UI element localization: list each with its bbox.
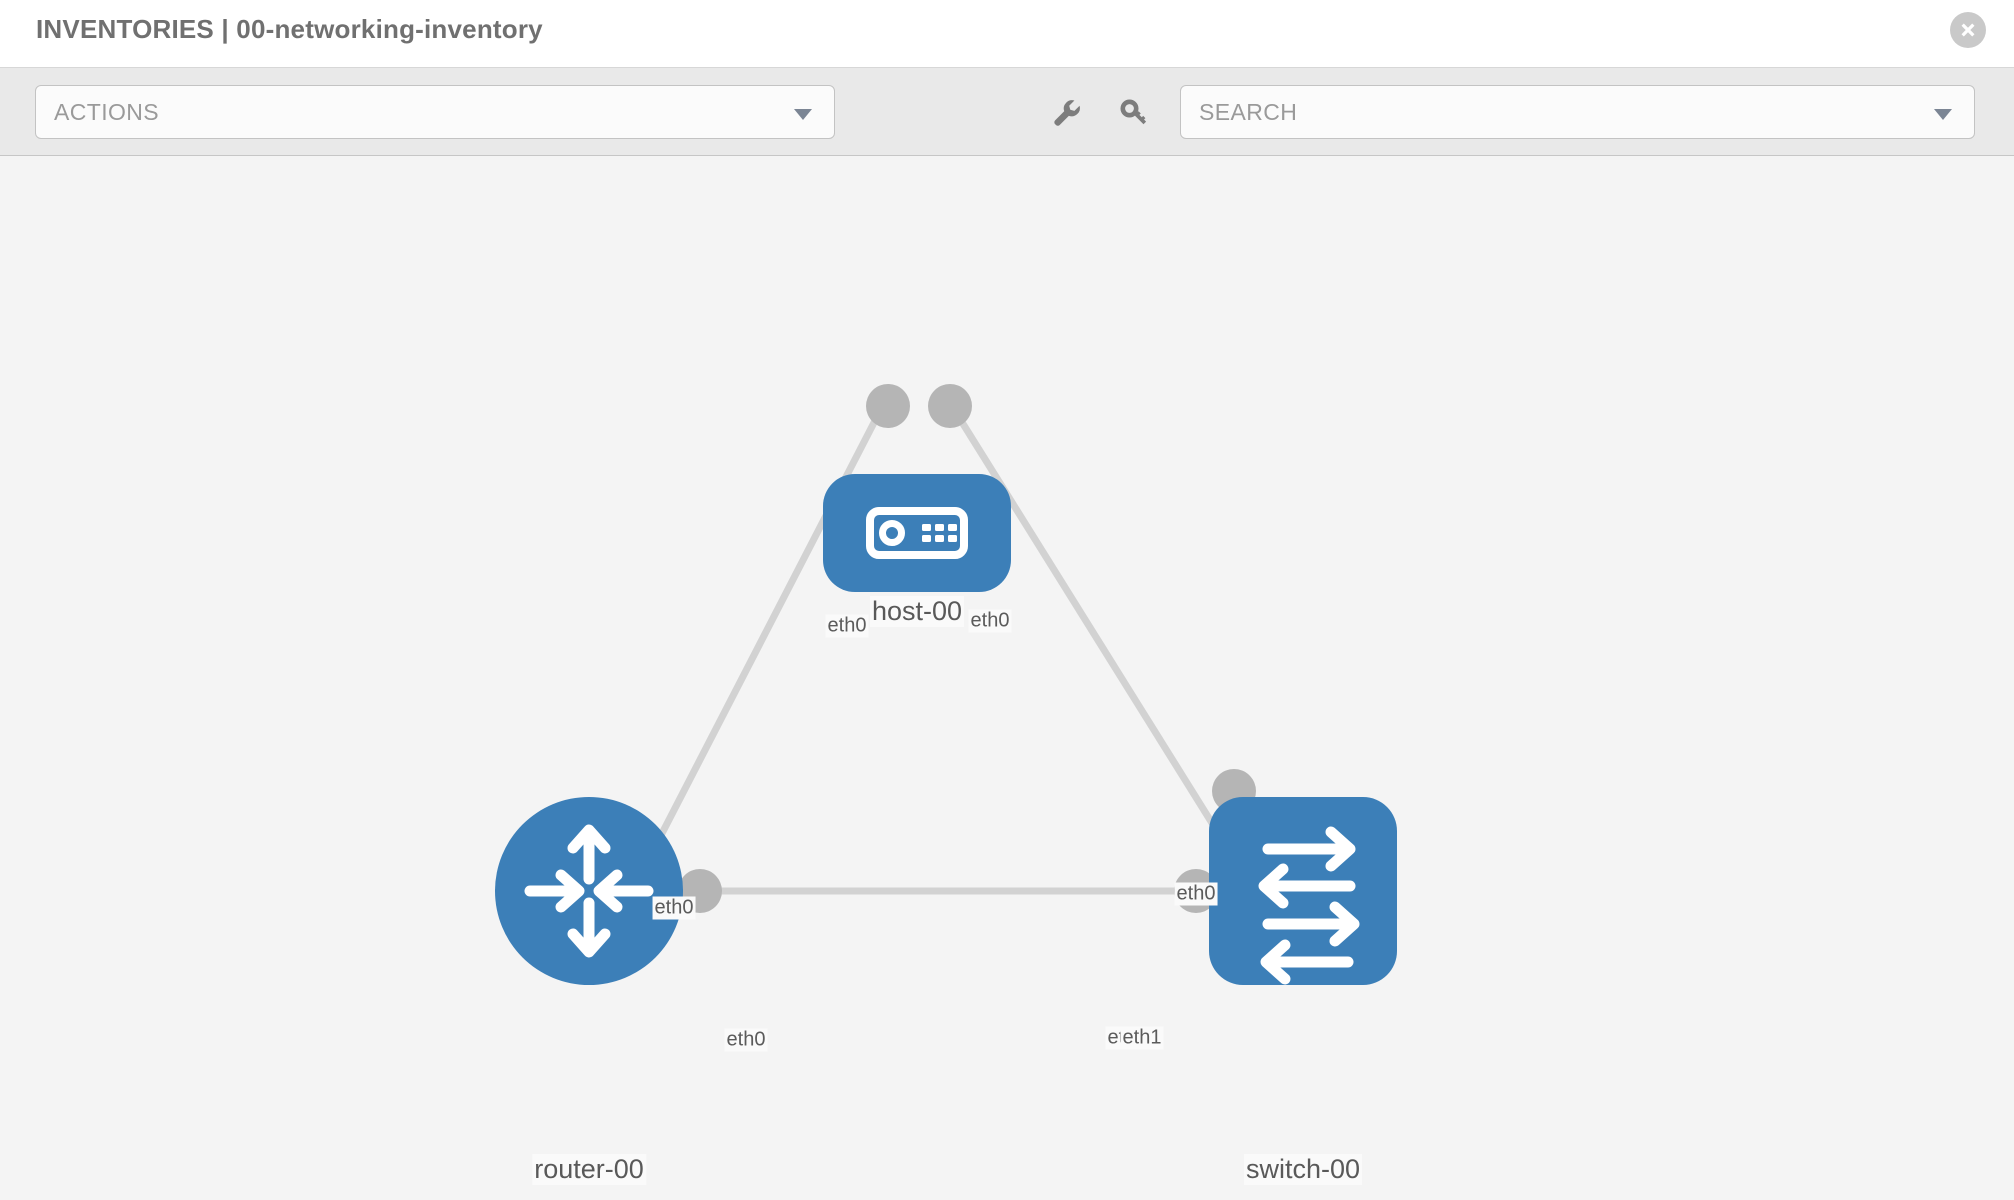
- interface-label: eth0: [1174, 882, 1218, 906]
- wrench-icon[interactable]: [1049, 96, 1083, 130]
- topology-graph: [495, 384, 1397, 985]
- node-label-host-00: host-00: [869, 596, 965, 627]
- search-placeholder: SEARCH: [1199, 99, 1298, 125]
- chevron-down-icon: [1934, 109, 1952, 120]
- connector-host-right: [928, 384, 972, 428]
- topology-connectors: [678, 384, 1256, 913]
- toolbar: ACTIONS SEARCH: [0, 68, 2014, 156]
- actions-dropdown[interactable]: ACTIONS: [35, 85, 835, 139]
- chevron-down-icon: [794, 109, 812, 120]
- interface-label: eth0: [825, 614, 869, 638]
- connector-host-left: [866, 384, 910, 428]
- node-switch-00: [1209, 797, 1397, 985]
- topology-canvas[interactable]: eth0 eth0 eth0 eth0 eth0 eth0 eth1 host-…: [0, 156, 2014, 1200]
- interface-label: eth0: [724, 1028, 768, 1052]
- router-arrows-icon: [524, 824, 654, 958]
- node-router-00: [495, 797, 683, 985]
- page-title: INVENTORIES | 00-networking-inventory: [36, 14, 543, 44]
- close-icon[interactable]: [1950, 12, 1986, 48]
- interface-label: eth1: [1120, 1026, 1164, 1050]
- actions-dropdown-label: ACTIONS: [54, 99, 160, 125]
- search-input[interactable]: SEARCH: [1180, 85, 1975, 139]
- node-host-00: [823, 474, 1011, 592]
- key-icon[interactable]: [1116, 96, 1150, 130]
- node-label-switch-00: switch-00: [1243, 1154, 1363, 1185]
- interface-label: eth0: [968, 609, 1012, 633]
- page-header: INVENTORIES | 00-networking-inventory: [0, 0, 2014, 68]
- node-label-router-00: router-00: [532, 1154, 646, 1185]
- switch-arrows-icon: [1258, 826, 1360, 985]
- interface-label: eth0: [652, 896, 696, 920]
- server-icon: [866, 507, 968, 559]
